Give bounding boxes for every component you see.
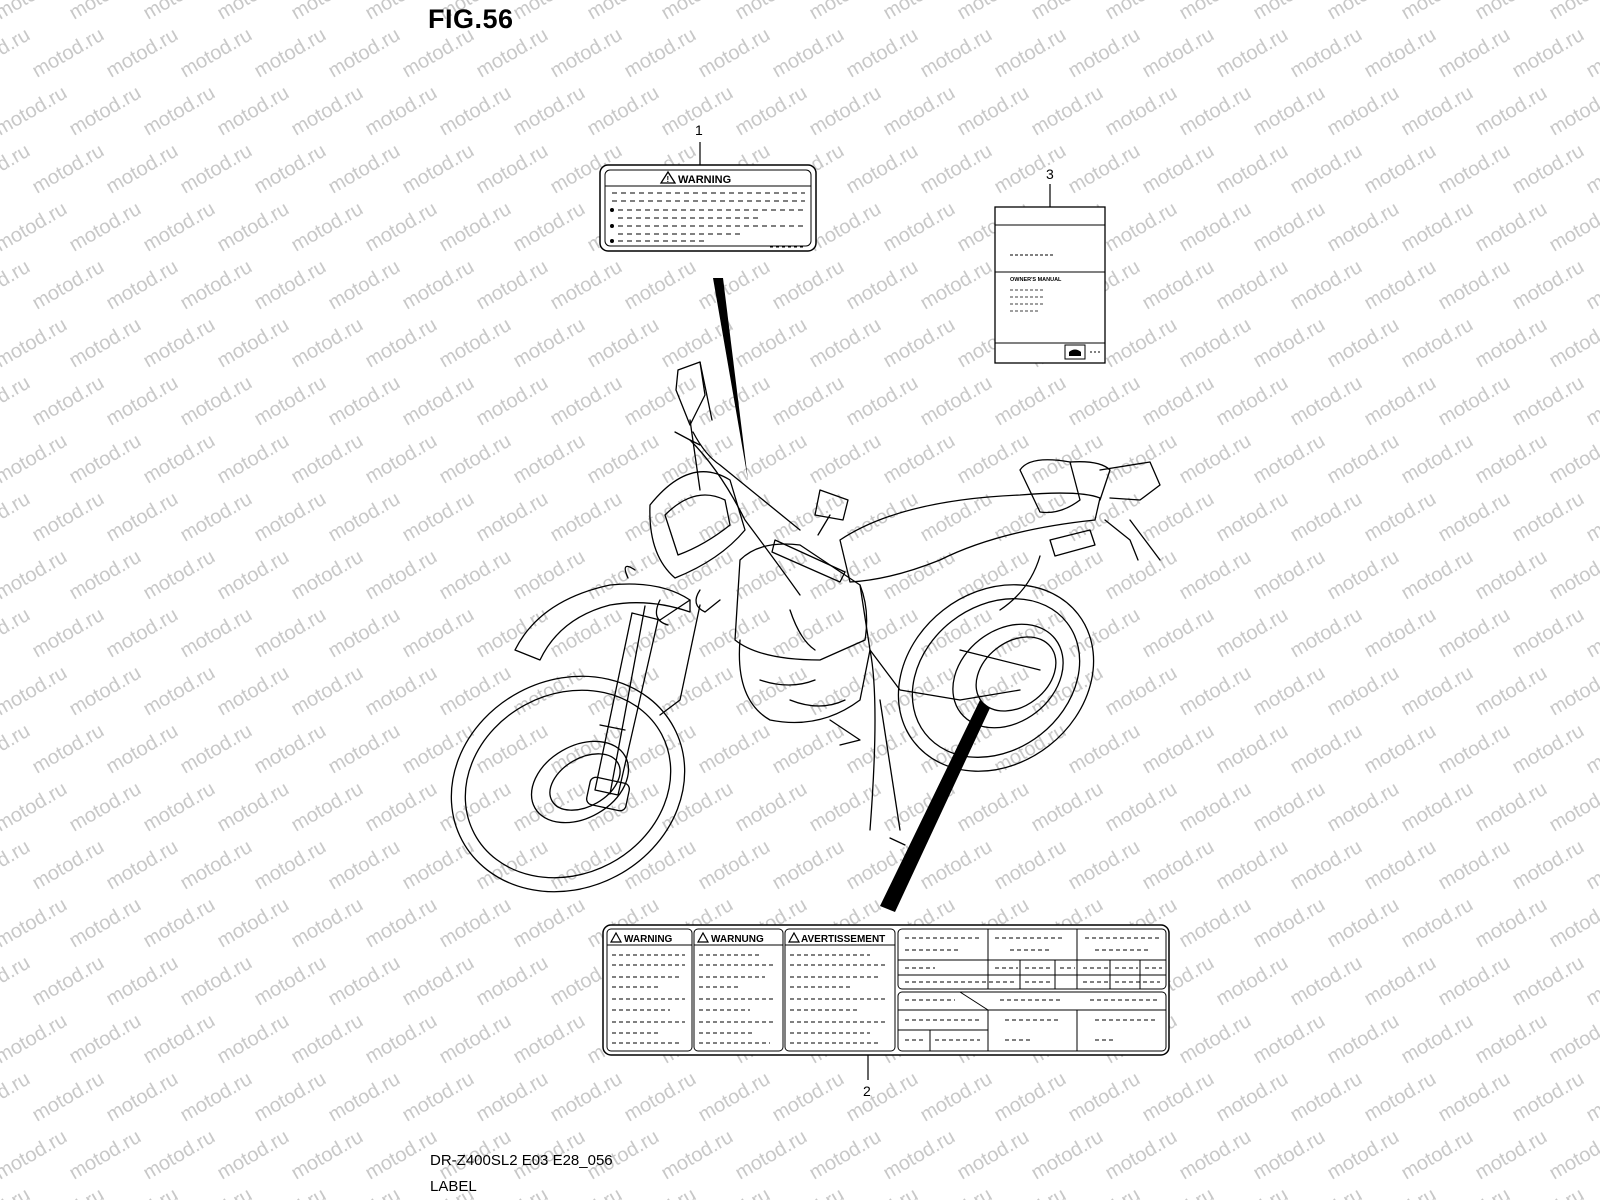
callout-3[interactable]: 3 xyxy=(1046,166,1054,182)
label-1-heading: WARNING xyxy=(678,174,731,186)
warning-triangle-icon xyxy=(696,931,710,943)
label-2-heading-de: WARNUNG xyxy=(711,934,764,945)
pointer-2 xyxy=(880,700,990,912)
label-2-sticker[interactable]: WARNING WARNUNG AVERTISSEMENT xyxy=(602,924,1170,1056)
label-2-heading-en: WARNING xyxy=(624,934,673,945)
figure-title: FIG.56 xyxy=(428,4,514,34)
warning-triangle-icon xyxy=(609,931,623,943)
callout-2[interactable]: 2 xyxy=(863,1083,871,1099)
warning-triangle-icon: ! xyxy=(659,170,677,184)
motorcycle-drawing xyxy=(450,361,1161,893)
warning-triangle-icon xyxy=(787,931,801,943)
label-2-heading-fr: AVERTISSEMENT xyxy=(801,934,885,945)
figure-name: LABEL xyxy=(430,1178,477,1195)
label-1-sticker[interactable]: ! WARNING xyxy=(599,164,817,252)
pointer-1 xyxy=(713,278,748,480)
figure-code: DR-Z400SL2 E03 E28_056 xyxy=(430,1152,613,1169)
manual-title: OWNER'S MANUAL xyxy=(1010,277,1062,283)
svg-text:!: ! xyxy=(667,175,670,184)
callout-1[interactable]: 1 xyxy=(695,122,703,138)
owners-manual[interactable]: OWNER'S MANUAL xyxy=(994,206,1106,364)
